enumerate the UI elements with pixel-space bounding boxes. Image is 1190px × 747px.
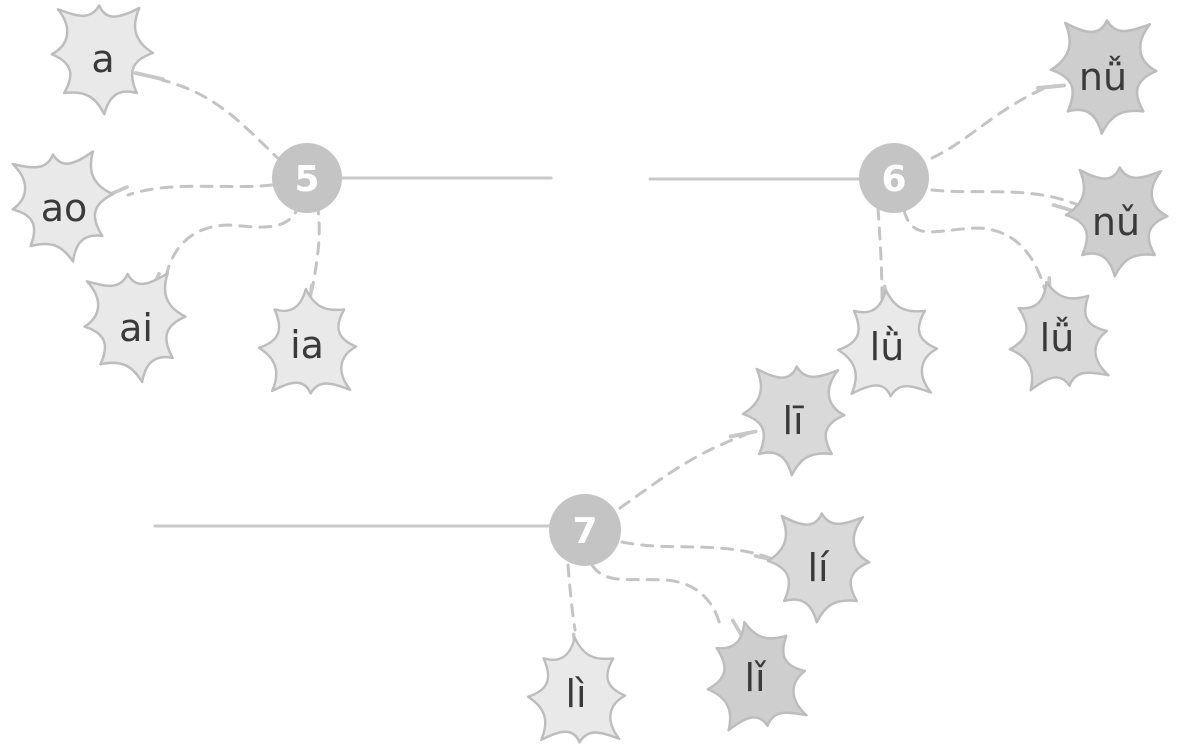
leaf-5-ao[interactable] bbox=[4, 145, 136, 271]
node-circle bbox=[549, 494, 621, 566]
node-7: 7 bbox=[549, 494, 621, 566]
node-circle bbox=[272, 143, 342, 213]
leaf-label-7-li4: lì bbox=[565, 672, 586, 716]
leaf-label-5-a: a bbox=[91, 37, 114, 81]
leaf-label-6-nv3: nǚ bbox=[1079, 55, 1127, 99]
connector-7-li4 bbox=[566, 563, 577, 632]
connector-6-lv3 bbox=[902, 208, 1047, 292]
connector-7-li2 bbox=[620, 540, 772, 560]
leaf-5-ai[interactable] bbox=[79, 268, 192, 388]
connector-6-nv3 bbox=[930, 86, 1047, 160]
leaf-6-lv4[interactable] bbox=[836, 284, 939, 398]
connector-5-a bbox=[160, 78, 284, 164]
connector-5-ai bbox=[163, 201, 302, 284]
leaf-7-li4[interactable] bbox=[526, 632, 627, 744]
node-number: 7 bbox=[572, 511, 597, 552]
connector-5-ao bbox=[126, 183, 274, 197]
connector-5-ia bbox=[310, 201, 321, 292]
leaf-7-li3[interactable] bbox=[696, 610, 815, 737]
leaf-stem bbox=[1036, 83, 1066, 90]
leaf-5-ia[interactable] bbox=[257, 283, 358, 395]
connector-7-li1 bbox=[618, 433, 747, 510]
leaf-label-7-li3: lǐ bbox=[744, 656, 767, 700]
node-6: 6 bbox=[859, 143, 929, 213]
leaf-5-a[interactable] bbox=[50, 4, 165, 116]
connector-7-li3 bbox=[590, 563, 722, 627]
leaf-7-li1[interactable] bbox=[728, 365, 846, 477]
leaf-label-6-lv4: lǜ bbox=[870, 325, 905, 369]
leaf-label-7-li1: lī bbox=[782, 399, 804, 443]
leaf-6-lv3[interactable] bbox=[998, 270, 1117, 397]
leaf-6-nu3[interactable] bbox=[1051, 166, 1169, 278]
connector-6-lv4 bbox=[876, 206, 884, 302]
leaf-label-5-ia: ia bbox=[290, 323, 324, 367]
leaf-6-nv3[interactable] bbox=[1036, 19, 1158, 135]
leaf-label-5-ao: ao bbox=[41, 186, 88, 230]
node-number: 6 bbox=[881, 159, 906, 200]
leaf-label-6-nu3: nǔ bbox=[1092, 200, 1140, 244]
node-5: 5 bbox=[272, 143, 342, 213]
leaf-label-7-li2: lí bbox=[807, 546, 830, 590]
leaf-7-li2[interactable] bbox=[753, 512, 871, 624]
connector-6-nu3 bbox=[930, 188, 1080, 207]
leaf-stem bbox=[728, 429, 758, 439]
leaf-label-5-ai: ai bbox=[119, 306, 153, 350]
leaf-label-6-lv3: lǚ bbox=[1040, 316, 1075, 360]
node-number: 5 bbox=[294, 159, 319, 200]
leaf-stem bbox=[133, 71, 165, 82]
node-circle bbox=[859, 143, 929, 213]
